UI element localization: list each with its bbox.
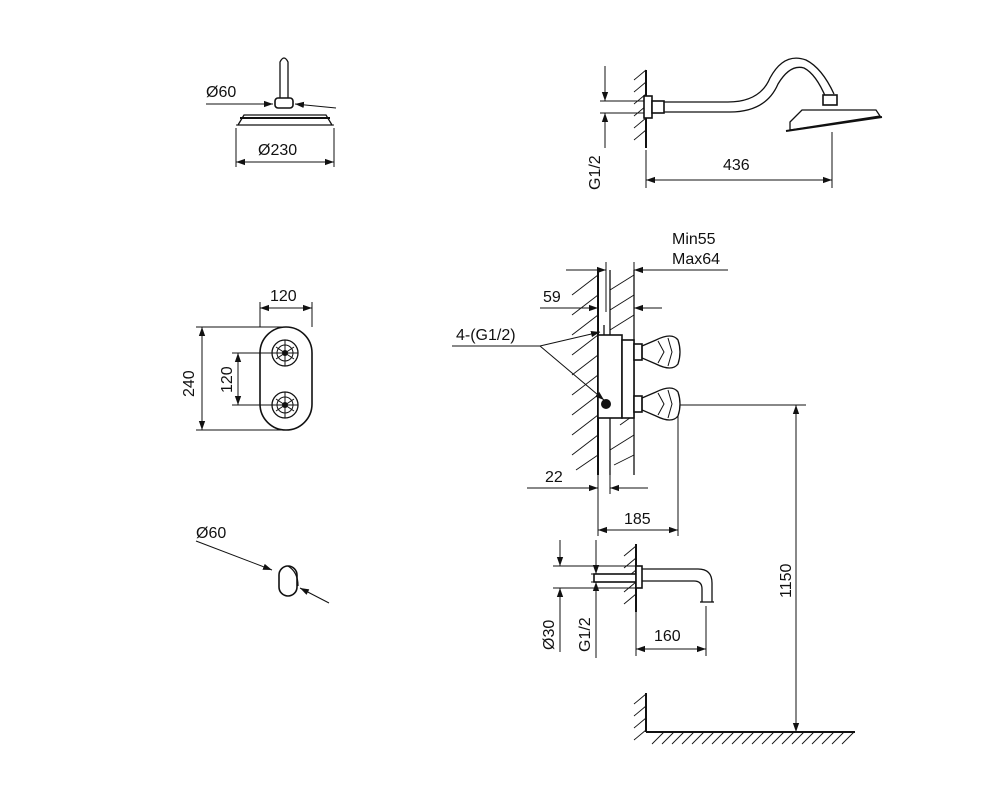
- valve-depth-label: 59: [543, 289, 561, 306]
- spout-side-view: [553, 540, 714, 658]
- valve-plate-front-view: [196, 302, 313, 431]
- mount-height-label: 1150: [778, 563, 795, 598]
- elbow-front-view: [195, 540, 330, 604]
- head-arm-diameter-label: Ø60: [206, 84, 236, 101]
- depth-min-label: Min55: [672, 231, 716, 248]
- wall-offset-label: 22: [545, 469, 563, 486]
- arm-thread-label: G1/2: [587, 155, 604, 190]
- handle-knob-lower: [271, 391, 299, 419]
- plate-width-label: 120: [270, 288, 297, 305]
- head-diameter-label: Ø230: [258, 142, 297, 159]
- valve-projection-label: 185: [624, 511, 651, 528]
- handle-spacing-label: 120: [219, 366, 236, 393]
- spout-diameter-label: Ø30: [541, 620, 558, 650]
- valve-ports-label: 4-(G1/2): [456, 327, 516, 344]
- spout-thread-label: G1/2: [577, 617, 594, 652]
- spout-length-label: 160: [654, 628, 681, 645]
- depth-max-label: Max64: [672, 251, 720, 268]
- valve-side-view: [452, 262, 728, 536]
- plate-height-label: 240: [181, 370, 198, 397]
- handle-knob-upper: [271, 339, 299, 367]
- shower-head-front-view: [206, 57, 337, 167]
- elbow-diameter-label: Ø60: [196, 525, 226, 542]
- shower-arm-side-view: [600, 57, 883, 188]
- arm-length-label: 436: [723, 157, 750, 174]
- floor-and-height: [633, 404, 855, 745]
